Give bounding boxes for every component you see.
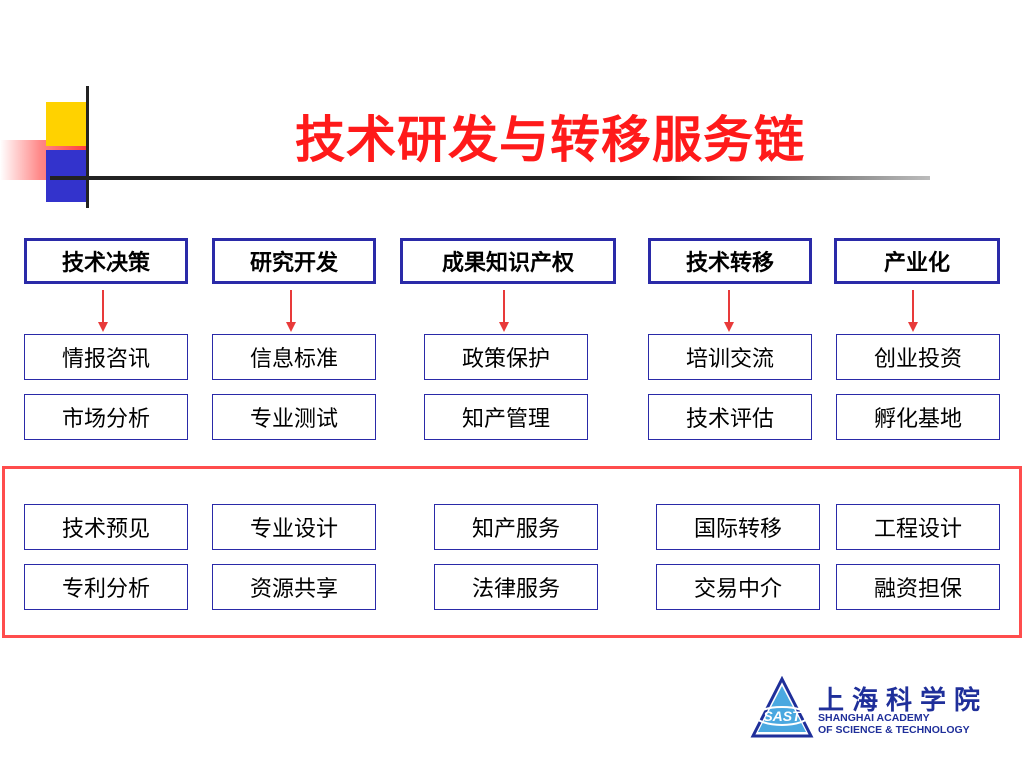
item-box: 融资担保: [836, 564, 1000, 610]
header-research: 研究开发: [212, 238, 376, 284]
header-industrialization: 产业化: [834, 238, 1000, 284]
item-box: 法律服务: [434, 564, 598, 610]
logo-en-line1: SHANGHAI ACADEMY: [818, 712, 930, 724]
item-box: 资源共享: [212, 564, 376, 610]
service-group-frame: [2, 466, 1022, 638]
item-box: 信息标准: [212, 334, 376, 380]
item-box: 专业测试: [212, 394, 376, 440]
item-box: 政策保护: [424, 334, 588, 380]
item-box: 专利分析: [24, 564, 188, 610]
arrow-down-icon: [286, 290, 296, 332]
item-box: 培训交流: [648, 334, 812, 380]
item-box: 国际转移: [656, 504, 820, 550]
header-decision: 技术决策: [24, 238, 188, 284]
arrow-down-icon: [499, 290, 509, 332]
item-box: 市场分析: [24, 394, 188, 440]
logo-en-line2: OF SCIENCE & TECHNOLOGY: [818, 724, 970, 736]
item-box: 知产管理: [424, 394, 588, 440]
logo-english-name: SHANGHAI ACADEMY OF SCIENCE & TECHNOLOGY: [818, 712, 970, 736]
item-box: 知产服务: [434, 504, 598, 550]
item-box: 技术评估: [648, 394, 812, 440]
header-ip: 成果知识产权: [400, 238, 616, 284]
arrow-down-icon: [724, 290, 734, 332]
arrow-down-icon: [98, 290, 108, 332]
item-box: 技术预见: [24, 504, 188, 550]
item-box: 孵化基地: [836, 394, 1000, 440]
page-title: 技术研发与转移服务链: [295, 111, 805, 169]
arrow-down-icon: [908, 290, 918, 332]
item-box: 专业设计: [212, 504, 376, 550]
decor-vertical-line: [86, 86, 89, 208]
logo-abbr: SAST: [763, 708, 802, 724]
item-box: 创业投资: [836, 334, 1000, 380]
header-transfer: 技术转移: [648, 238, 812, 284]
item-box: 交易中介: [656, 564, 820, 610]
logo-chinese-name: 上海科学院: [818, 686, 989, 716]
title-underline: [50, 176, 930, 180]
sast-logo-icon: SAST: [750, 676, 814, 738]
decor-yellow-square: [46, 102, 88, 146]
item-box: 情报咨讯: [24, 334, 188, 380]
item-box: 工程设计: [836, 504, 1000, 550]
